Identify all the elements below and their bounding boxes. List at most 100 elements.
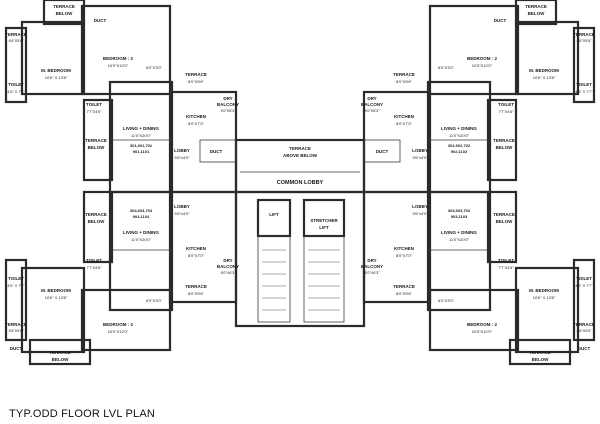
terrace-kitchen-dim: 8'0"X5'6" — [188, 79, 205, 84]
master-bedroom-label: M. BEDROOM — [529, 68, 559, 73]
living-dim: 11'0"X20'0" — [449, 237, 470, 242]
lobby-tl-dim: 3'6"x4'0" — [174, 155, 190, 160]
living-label: LIVING + DINING — [123, 126, 159, 131]
terrace-kitchen-dim: 8'0"X5'6" — [396, 291, 413, 296]
right-wing — [362, 0, 596, 366]
duct-bottom-label: DUCT — [578, 346, 591, 351]
kitchen-dim: 8'0"X7'0" — [396, 121, 413, 126]
terrace-top-sub: BELOW — [528, 11, 546, 16]
stretcher-lift-sub: LIFT — [319, 225, 329, 230]
flats-line1: 302,602,702 — [448, 143, 471, 148]
flats-line2: 904,1104 — [133, 214, 150, 219]
toilet1-label: TOILET — [8, 276, 24, 281]
terrace-side-label: TERRACE — [573, 322, 595, 327]
flats-line2: 901,1101 — [133, 149, 150, 154]
terrace-above-label: TERRACE — [289, 146, 311, 151]
terrace-mid-sub: BELOW — [88, 145, 106, 150]
flats-line1: 301,601,701 — [130, 143, 153, 148]
flats-line1: 304,604,704 — [130, 208, 153, 213]
toilet2-dim: 7'7"X4'6" — [86, 110, 102, 114]
dry-balcony-dim: 4'0"X6'3" — [220, 109, 236, 113]
common-lobby-label: COMMON LOBBY — [277, 180, 324, 186]
flats-line2: 903,1103 — [451, 214, 468, 219]
kitchen-dim: 8'0"X7'0" — [396, 253, 413, 258]
toilet1-dim: 4'6" X 7'7" — [575, 90, 593, 94]
terrace-top-sub: BELOW — [56, 11, 74, 16]
lobby-br-label: LOBBY — [412, 204, 428, 209]
dim-a: 6'0"X3'0" — [146, 298, 163, 303]
terrace-bottom-sub: BELOW — [52, 357, 70, 362]
lobby-tr-dim: 3'6"x4'0" — [412, 155, 428, 160]
dry-balcony-label: DRY — [367, 258, 376, 263]
terrace-side-label: TERRACE — [573, 32, 595, 37]
toilet1-dim: 4'6" X 7'7" — [575, 284, 593, 288]
living-label: LIVING + DINING — [441, 126, 477, 131]
toilet2-dim: 7'7"X4'6" — [498, 266, 514, 270]
lobby-bl-label: LOBBY — [174, 204, 190, 209]
dry-balcony-label: DRY — [367, 96, 376, 101]
unit-top-left: TERRACE BELOW DUCT TERRACE 4'6"X5'6" M. … — [5, 4, 239, 154]
terrace-kitchen-label: TERRACE — [185, 72, 207, 77]
terrace-top-label: TERRACE — [525, 4, 547, 9]
bedroom2-label: BEDROOM : 2 — [103, 322, 133, 327]
toilet2-label: TOILET — [498, 258, 514, 263]
living-dim: 11'0"X20'0" — [131, 237, 152, 242]
master-bedroom-label: M. BEDROOM — [41, 68, 71, 73]
kitchen-dim: 8'0"X7'0" — [188, 253, 205, 258]
terrace-bottom-label: TERRACE — [49, 350, 71, 355]
terrace-side-dim: 4'6"X5'6" — [576, 39, 592, 43]
bedroom2-dim: 10'0"X12'0" — [472, 63, 493, 68]
kitchen-label: KITCHEN — [394, 114, 414, 119]
dry-balcony-label: DRY — [223, 96, 232, 101]
bedroom2-dim: 10'0"X12'0" — [108, 329, 129, 334]
toilet2-dim: 7'7"X4'6" — [498, 110, 514, 114]
plan-caption: TYP.ODD FLOOR LVL PLAN — [9, 408, 156, 420]
master-bedroom-dim: 10'6" X 13'6" — [533, 75, 556, 80]
dim-a: 6'0"X3'0" — [146, 65, 163, 70]
toilet2-dim: 7'7"X4'6" — [86, 266, 102, 270]
master-bedroom-dim: 10'6" X 13'6" — [45, 75, 68, 80]
terrace-side-label: TERRACE — [5, 322, 27, 327]
toilet1-label: TOILET — [576, 82, 592, 87]
toilet2-label: TOILET — [86, 102, 102, 107]
left-wing — [4, 0, 238, 366]
master-bedroom-label: M. BEDROOM — [529, 288, 559, 293]
terrace-side-dim: 4'6"X5'6" — [576, 329, 592, 333]
terrace-kitchen-label: TERRACE — [393, 284, 415, 289]
central-core — [199, 138, 401, 328]
unit-bottom-left: 304,604,704 904,1104 LIVING + DINING 11'… — [5, 208, 239, 362]
stretcher-lift-label: STRETCHER — [310, 218, 338, 223]
terrace-kitchen-label: TERRACE — [185, 284, 207, 289]
toilet1-dim: 4'6" X 7'7" — [7, 284, 25, 288]
kitchen-label: KITCHEN — [186, 114, 206, 119]
terrace-mid-label: TERRACE — [85, 212, 107, 217]
bedroom2-label: BEDROOM : 2 — [103, 56, 133, 61]
terrace-kitchen-dim: 8'0"X5'6" — [188, 291, 205, 296]
duct-top-label: DUCT — [94, 18, 107, 23]
living-dim: 11'0"X20'0" — [131, 133, 152, 138]
kitchen-label: KITCHEN — [394, 246, 414, 251]
terrace-side-dim: 4'6"X5'6" — [8, 329, 24, 333]
lift-label: LIFT — [269, 212, 279, 217]
living-label: LIVING + DINING — [123, 230, 159, 235]
terrace-mid-sub: BELOW — [496, 219, 514, 224]
terrace-bottom-label: TERRACE — [529, 350, 551, 355]
dry-balcony-sub: BALCONY — [217, 102, 239, 107]
terrace-mid-sub: BELOW — [88, 219, 106, 224]
terrace-kitchen-label: TERRACE — [393, 72, 415, 77]
toilet1-dim: 4'6" X 7'7" — [7, 90, 25, 94]
bedroom2-dim: 10'0"X12'0" — [108, 63, 129, 68]
dry-balcony-dim: 4'0"X6'3" — [220, 271, 236, 275]
terrace-mid-label: TERRACE — [493, 138, 515, 143]
lobby-bl-dim: 3'6"x4'0" — [174, 211, 190, 216]
flats-line1: 303,603,703 — [448, 208, 471, 213]
terrace-top-label: TERRACE — [53, 4, 75, 9]
terrace-side-dim: 4'6"X5'6" — [8, 39, 24, 43]
terrace-mid-label: TERRACE — [85, 138, 107, 143]
terrace-above-sub: ABOVE BELOW — [283, 153, 318, 158]
dry-balcony-sub: BALCONY — [361, 102, 383, 107]
bedroom2-label: BEDROOM : 2 — [467, 56, 497, 61]
master-bedroom-dim: 10'6" X 13'6" — [533, 295, 556, 300]
lobby-tr-label: LOBBY — [412, 148, 428, 153]
dim-a: 6'0"X3'0" — [438, 298, 455, 303]
